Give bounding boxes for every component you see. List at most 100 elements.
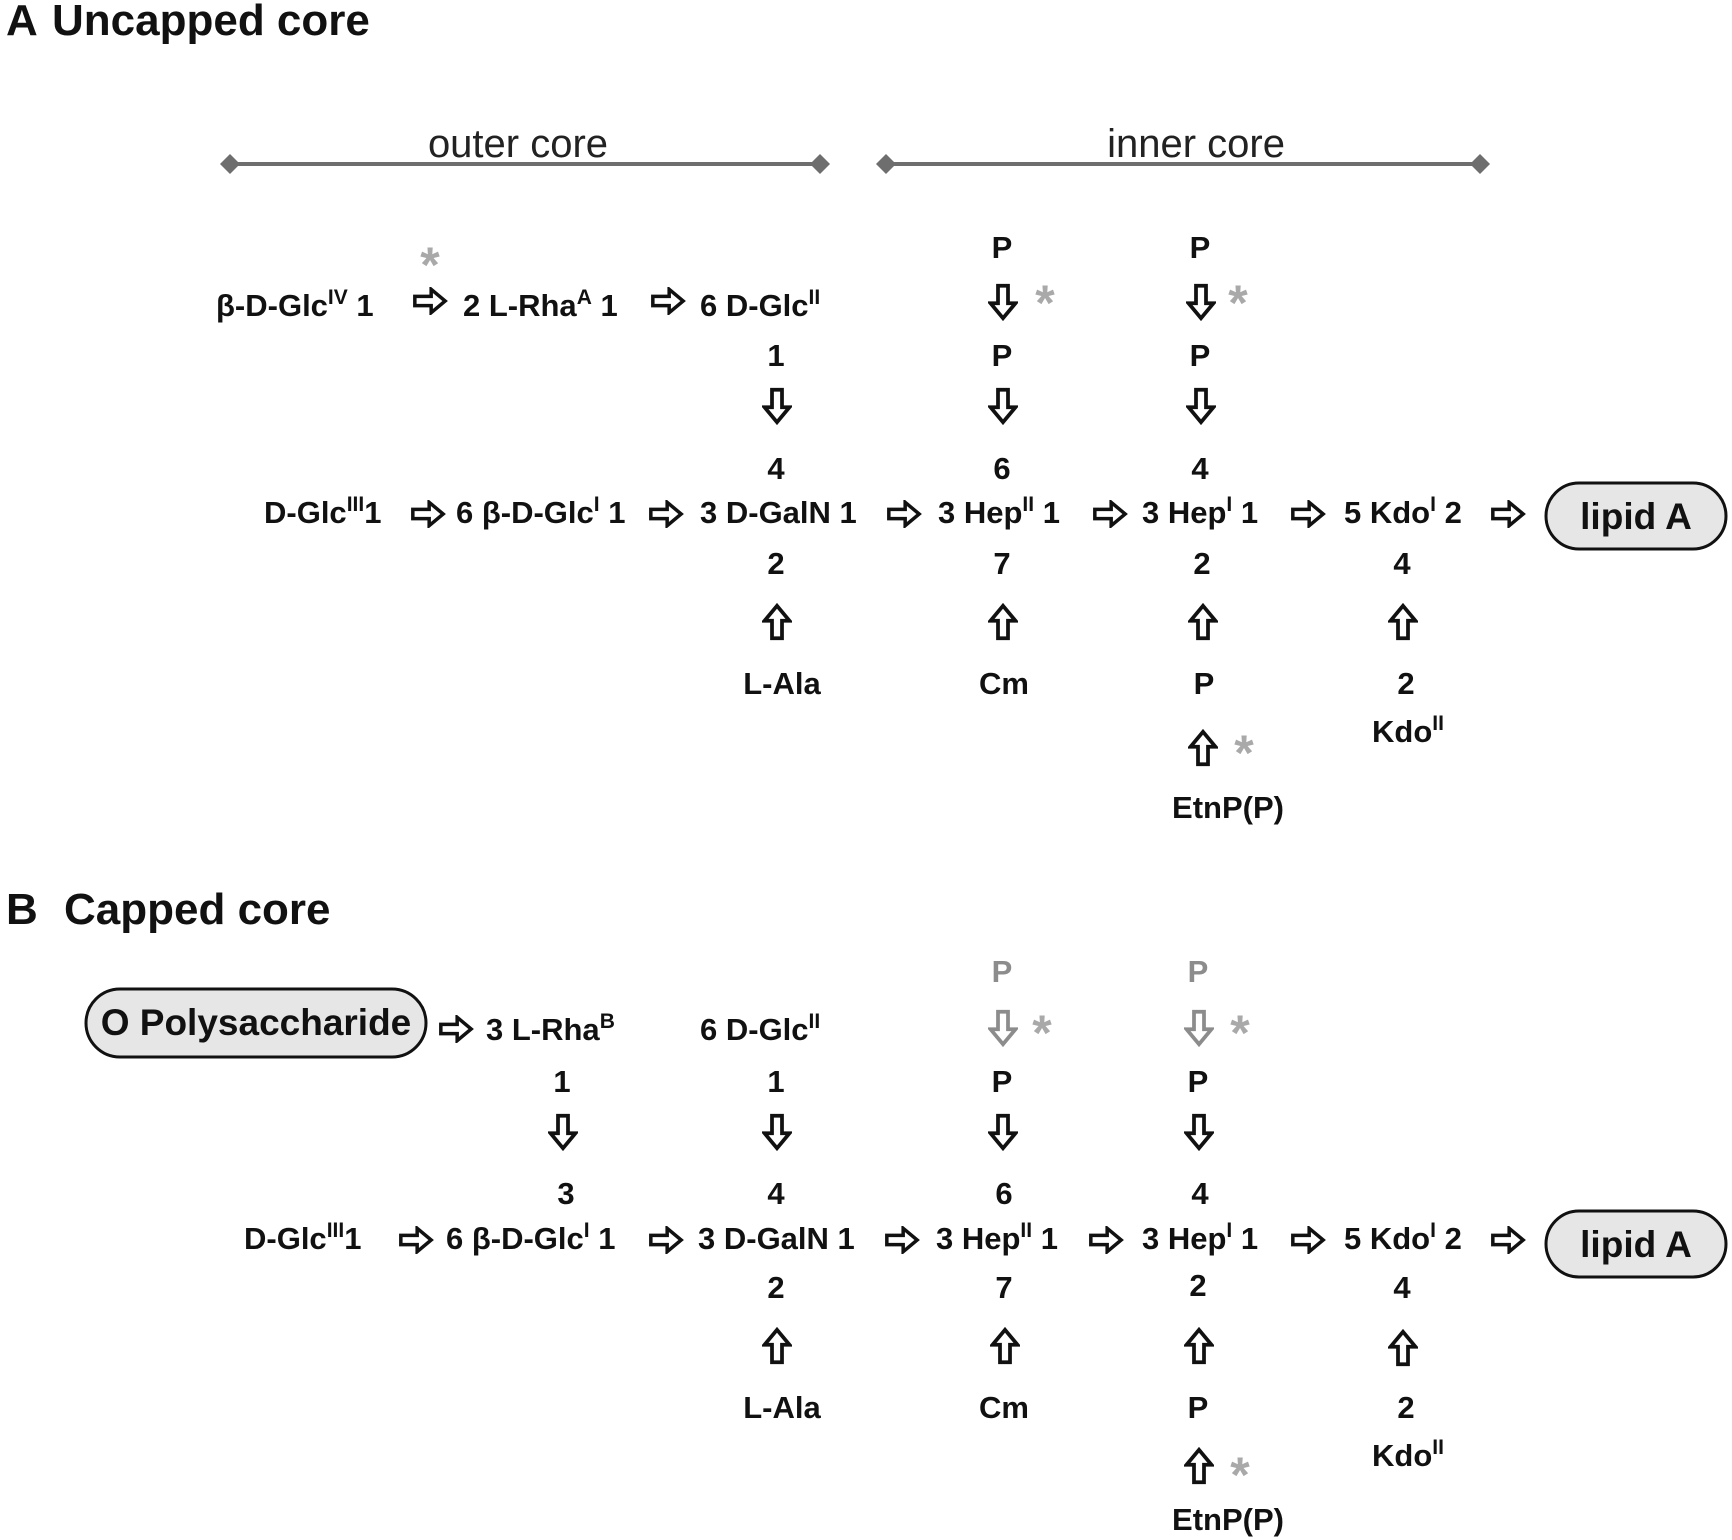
hep-ii-b-phosphate-top: P bbox=[992, 954, 1013, 989]
galn-b-linkage-4: 4 bbox=[767, 1176, 785, 1211]
lipid-a-box-a-shape bbox=[1544, 481, 1728, 551]
galn-linkage-2: 2 bbox=[767, 546, 784, 581]
glc-i-b-label: 6 β-D-GlcI 1 bbox=[446, 1219, 615, 1256]
hep-i-linkage-2: 2 bbox=[1193, 546, 1210, 581]
arrow-hep-i-p-to-p bbox=[1186, 283, 1216, 321]
glc-i-label: 6 β-D-GlcI 1 bbox=[456, 493, 625, 530]
hep-ii-b-label: 3 HepII 1 bbox=[936, 1219, 1058, 1256]
arrow-cm-to-hep-ii bbox=[988, 603, 1018, 641]
hep-i-b-phosphate-bottom: P bbox=[1188, 1390, 1209, 1425]
asterisk-glc-iv: * bbox=[420, 237, 440, 293]
arrow-glc-iii-b-to-glc-i bbox=[399, 1226, 433, 1254]
section-b-letter: B bbox=[6, 885, 38, 934]
inner-core-bracket bbox=[876, 154, 1490, 174]
arrow-glc-ii-to-galn bbox=[762, 387, 792, 425]
arrow-hep-i-p-to-hep bbox=[1186, 387, 1216, 425]
outer-core-label: outer core bbox=[428, 122, 608, 166]
kdo-ii-label: KdoII bbox=[1372, 712, 1444, 749]
glc-iv-label: β-D-GlcIV 1 bbox=[216, 286, 374, 323]
galn-b-linkage-2: 2 bbox=[767, 1270, 784, 1305]
glc-ii-b-linkage-1: 1 bbox=[767, 1064, 784, 1099]
arrow-glc-i-to-galn bbox=[649, 500, 683, 528]
hep-ii-b-linkage-6: 6 bbox=[995, 1176, 1012, 1211]
arrow-glc-iii-to-glc-i bbox=[411, 500, 445, 528]
inner-core-label: inner core bbox=[1107, 122, 1285, 166]
arrow-ala-to-galn bbox=[762, 603, 792, 641]
arrow-ala-to-galn-b bbox=[762, 1327, 792, 1365]
inner-core-bracket-left-diamond bbox=[876, 154, 896, 174]
asterisk-etnp-b: * bbox=[1230, 1447, 1250, 1503]
section-a: A Uncapped core outer core inner core β-… bbox=[6, 0, 1728, 825]
hep-i-b-linkage-4: 4 bbox=[1191, 1176, 1209, 1211]
arrow-kdo-i-b-to-lipid-a bbox=[1491, 1226, 1525, 1254]
asterisk-hep-ii-b-p: * bbox=[1032, 1005, 1052, 1061]
asterisk-etnp: * bbox=[1234, 725, 1254, 781]
hep-i-phosphate: P bbox=[1190, 338, 1211, 373]
outer-core-bracket bbox=[220, 154, 830, 174]
arrow-hep-ii-to-hep-i bbox=[1093, 500, 1127, 528]
hep-i-phosphate-top: P bbox=[1190, 230, 1211, 265]
lipid-a-box-a-label: lipid A bbox=[1580, 496, 1692, 537]
section-a-title: Uncapped core bbox=[52, 0, 370, 45]
galn-label: 3 D-GalN 1 bbox=[700, 495, 857, 530]
arrow-etnp-to-p bbox=[1188, 729, 1218, 767]
hep-i-label: 3 HepI 1 bbox=[1142, 493, 1258, 530]
arrow-hep-i-to-kdo-i bbox=[1291, 500, 1325, 528]
outer-core-bracket-left-diamond bbox=[220, 154, 240, 174]
glc-iii-label: D-GlcIII1 bbox=[264, 493, 381, 530]
arrow-hep-ii-p-to-p bbox=[988, 283, 1018, 321]
o-polysaccharide-box-shape bbox=[84, 987, 428, 1059]
hep-ii-b-phosphate: P bbox=[992, 1064, 1013, 1099]
rha-b-label: 3 L-RhaB bbox=[486, 1010, 615, 1047]
hep-i-b-label: 3 HepI 1 bbox=[1142, 1219, 1258, 1256]
hep-ii-linkage-7: 7 bbox=[993, 546, 1010, 581]
l-ala-b-label: L-Ala bbox=[743, 1390, 821, 1425]
etnp-b-label: EtnP(P) bbox=[1172, 1502, 1284, 1537]
hep-ii-phosphate: P bbox=[992, 338, 1013, 373]
l-ala-label: L-Ala bbox=[743, 666, 821, 701]
hep-i-linkage-4: 4 bbox=[1191, 451, 1209, 486]
inner-core-bracket-right-diamond bbox=[1470, 154, 1490, 174]
glc-ii-linkage-1: 1 bbox=[767, 338, 784, 373]
lipid-a-box-a: lipid A bbox=[1544, 481, 1728, 551]
lipid-a-box-b-label: lipid A bbox=[1580, 1224, 1692, 1265]
arrow-hep-i-b-p-to-p bbox=[1184, 1009, 1214, 1047]
arrow-glc-ii-b-to-galn bbox=[762, 1113, 792, 1151]
arrow-galn-to-hep-ii bbox=[887, 500, 921, 528]
arrow-p-to-hep-i-b bbox=[1184, 1327, 1214, 1365]
arrow-kdo-ii-to-kdo-i bbox=[1388, 603, 1418, 641]
arrow-o-ps-to-rha-b bbox=[439, 1015, 473, 1043]
arrow-etnp-to-p-b bbox=[1184, 1447, 1214, 1485]
glc-ii-label: 6 D-GlcII bbox=[700, 286, 820, 323]
hep-i-b-linkage-2: 2 bbox=[1189, 1268, 1206, 1303]
arrow-hep-i-b-p-to-hep bbox=[1184, 1113, 1214, 1151]
arrow-kdo-ii-to-kdo-i-b bbox=[1388, 1329, 1418, 1367]
section-a-letter: A bbox=[6, 0, 38, 45]
o-polysaccharide-box: O Polysaccharide bbox=[84, 987, 428, 1059]
asterisk-hep-i-p: * bbox=[1228, 275, 1248, 331]
hep-i-b-phosphate: P bbox=[1188, 1064, 1209, 1099]
section-b-title: Capped core bbox=[64, 885, 331, 934]
arrow-cm-to-hep-ii-b bbox=[990, 1327, 1020, 1365]
arrow-galn-b-to-hep-ii bbox=[885, 1226, 919, 1254]
outer-core-bracket-right-diamond bbox=[810, 154, 830, 174]
glc-ii-b-label: 6 D-GlcII bbox=[700, 1010, 820, 1047]
glc-iii-b-label: D-GlcIII1 bbox=[244, 1219, 361, 1256]
rha-a-label: 2 L-RhaA 1 bbox=[463, 286, 618, 323]
kdo-ii-linkage-2: 2 bbox=[1397, 666, 1414, 701]
rha-b-linkage-1: 1 bbox=[553, 1064, 570, 1099]
kdo-ii-b-linkage-2: 2 bbox=[1397, 1390, 1414, 1425]
cm-label: Cm bbox=[979, 666, 1029, 701]
hep-i-phosphate-bottom: P bbox=[1194, 666, 1215, 701]
arrow-hep-ii-b-to-hep-i bbox=[1089, 1226, 1123, 1254]
kdo-i-b-linkage-4: 4 bbox=[1393, 1270, 1411, 1305]
arrow-hep-ii-p-to-hep bbox=[988, 387, 1018, 425]
kdo-ii-b-label: KdoII bbox=[1372, 1436, 1444, 1473]
arrow-p-to-hep-i bbox=[1188, 603, 1218, 641]
section-b: B Capped core O Polysaccharide 3 L-RhaB … bbox=[6, 885, 1728, 1537]
hep-ii-phosphate-top: P bbox=[992, 230, 1013, 265]
cm-b-label: Cm bbox=[979, 1390, 1029, 1425]
o-polysaccharide-label: O Polysaccharide bbox=[101, 1002, 412, 1043]
lipid-a-box-b: lipid A bbox=[1544, 1209, 1728, 1279]
